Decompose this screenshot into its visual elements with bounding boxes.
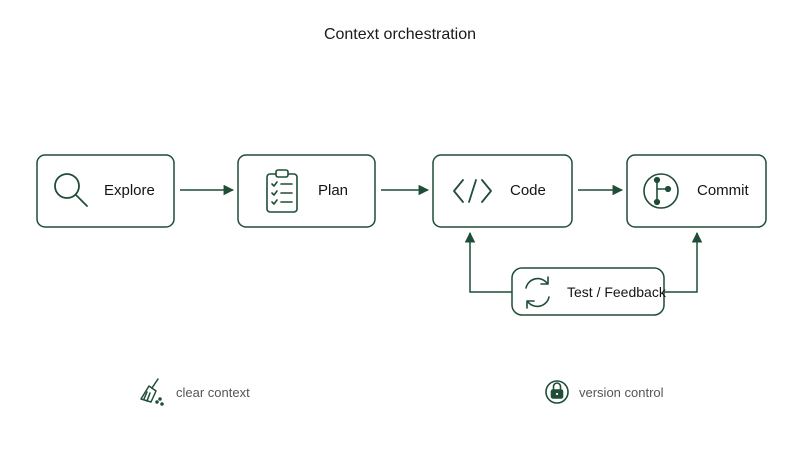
clipboard-checklist-icon — [266, 169, 298, 213]
git-commit-icon — [643, 173, 679, 209]
broom-icon — [140, 378, 164, 406]
arrow-feedback-to-commit — [664, 231, 703, 293]
feedback-label: Test / Feedback — [567, 284, 666, 300]
legend-label-version-control: version control — [579, 385, 664, 400]
lock-icon — [545, 380, 569, 404]
code-brackets-icon — [453, 179, 492, 203]
node-label-commit: Commit — [697, 182, 749, 199]
node-explore-box — [36, 154, 175, 228]
node-plan-box — [237, 154, 376, 228]
diagram-title: Context orchestration — [323, 26, 477, 43]
node-label-code: Code — [510, 182, 546, 199]
node-label-plan: Plan — [318, 182, 349, 199]
node-code-box — [432, 154, 573, 228]
magnifier-icon — [54, 173, 88, 207]
refresh-cycle-icon — [525, 276, 550, 309]
legend-label-clear-context: clear context — [176, 385, 250, 400]
node-commit-box — [626, 154, 767, 228]
node-label-explore: Explore — [104, 182, 155, 199]
arrow-feedback-to-code — [464, 231, 512, 293]
